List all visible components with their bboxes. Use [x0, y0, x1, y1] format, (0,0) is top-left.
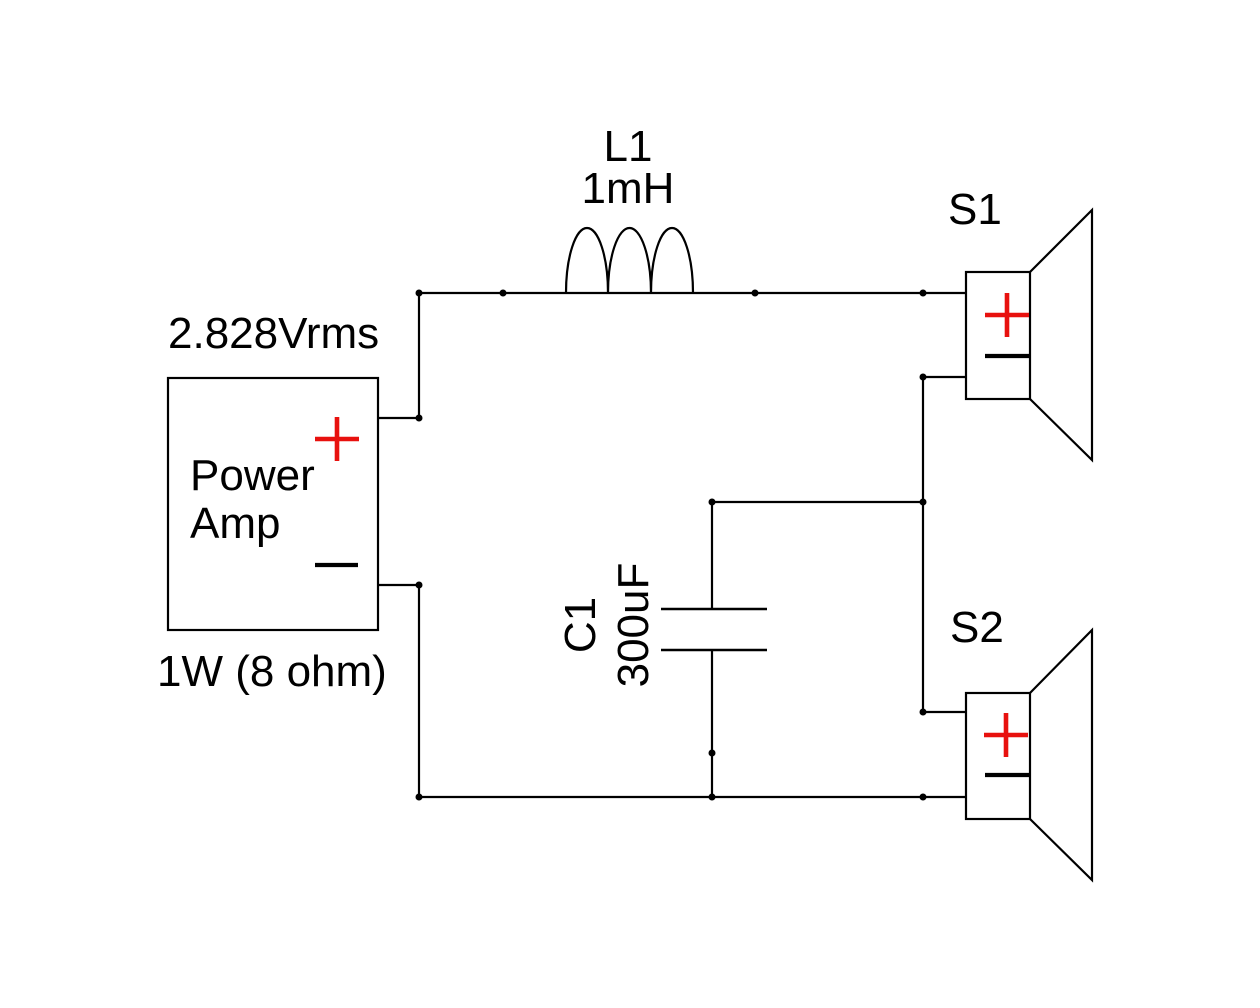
inductor-label: L1 1mH [581, 125, 675, 213]
junction-dot [919, 289, 927, 297]
junction-dot [415, 793, 423, 801]
junction-dot [708, 749, 716, 757]
wire-s1-minus-to-s2-plus [921, 375, 966, 714]
inductor-ref: L1 [603, 122, 653, 171]
junction-dot [919, 793, 927, 801]
junction-dot [415, 414, 423, 422]
junction-dot [919, 708, 927, 716]
wire-amp-minus-to-bottom-rail [378, 583, 966, 799]
wire-capacitor-top-branch [710, 500, 923, 609]
junction-dot [499, 289, 507, 297]
junction-dot [708, 498, 716, 506]
junction-dot [919, 373, 927, 381]
speaker-s1-label: S1 [948, 185, 1002, 234]
junction-dot [415, 289, 423, 297]
junction-dot [708, 793, 716, 801]
junction-dot [415, 581, 423, 589]
amp-name-line2: Amp [190, 499, 281, 548]
wire-amp-plus-to-top-rail [378, 291, 966, 420]
amp-name-line1: Power [190, 451, 315, 500]
capacitor-ref: C1 [556, 596, 605, 654]
junction-dot [751, 289, 759, 297]
speaker-s1-symbol[interactable] [964, 207, 1094, 463]
capacitor-label: C1 300uF [554, 563, 660, 688]
s1-polarity-plus-icon [985, 293, 1029, 337]
power-amp-body[interactable] [166, 376, 380, 632]
amp-power-label: 1W (8 ohm) [157, 647, 387, 696]
speaker-s2-cone[interactable] [1029, 627, 1094, 883]
speaker-s1-body[interactable] [964, 270, 1032, 401]
amp-voltage-label: 2.828Vrms [168, 309, 380, 358]
speaker-s2-label: S2 [950, 603, 1004, 652]
inductor-value: 1mH [581, 164, 675, 213]
junction-dots [415, 289, 927, 801]
inductor-coil[interactable] [564, 226, 695, 294]
speaker-s2-symbol[interactable] [964, 627, 1094, 883]
junction-dot [919, 498, 927, 506]
amp-name-label: Power Amp [190, 452, 315, 548]
wires [378, 291, 966, 799]
s2-polarity-plus-icon [984, 713, 1028, 757]
capacitor-plates[interactable] [661, 607, 767, 652]
speaker-s1-cone[interactable] [1029, 207, 1094, 463]
speaker-s2-body[interactable] [964, 691, 1032, 821]
capacitor-value: 300uF [609, 562, 658, 688]
amp-polarity-plus-icon [315, 417, 359, 461]
